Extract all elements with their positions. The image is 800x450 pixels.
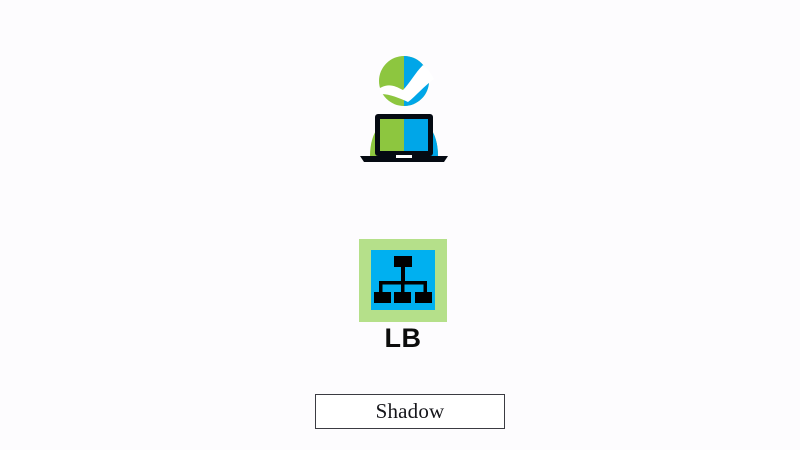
shadow-caption-label: Shadow <box>375 399 445 423</box>
shadow-caption-box[interactable]: Shadow <box>315 394 505 429</box>
load-balancer-icon <box>359 239 447 322</box>
load-balancer-node[interactable]: LB <box>341 238 465 354</box>
user-with-laptop-icon <box>360 56 448 162</box>
client-node[interactable] <box>352 52 456 162</box>
load-balancer-label: LB <box>384 323 422 353</box>
